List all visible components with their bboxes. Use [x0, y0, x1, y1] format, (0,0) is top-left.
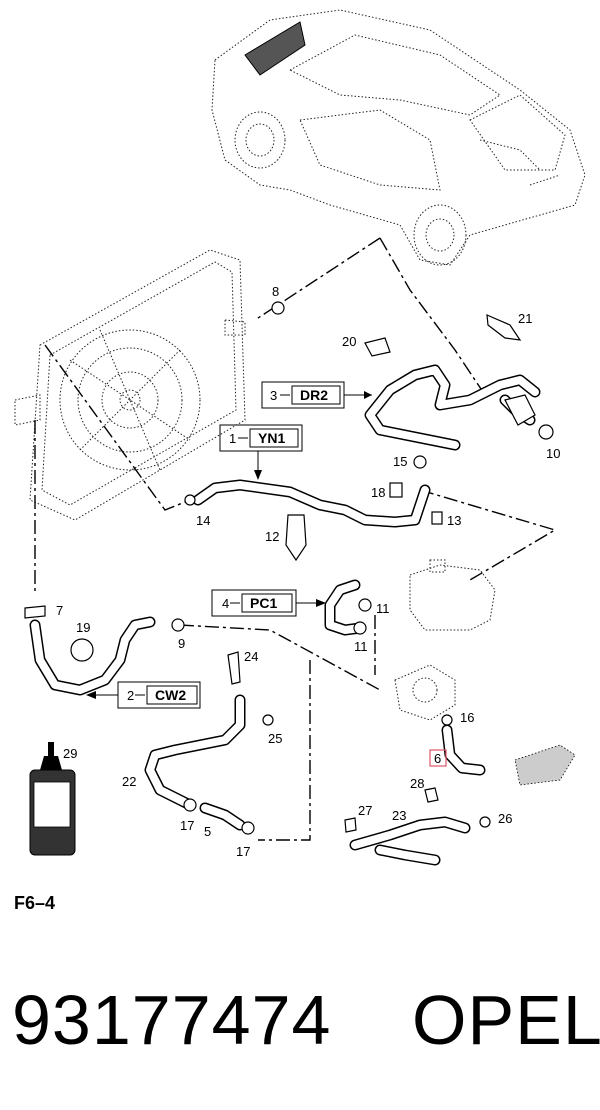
callout-8: 8	[272, 284, 279, 299]
callout-17b: 17	[236, 844, 250, 859]
callout-24: 24	[244, 649, 258, 664]
callout-15: 15	[393, 454, 407, 469]
callout-7: 7	[56, 603, 63, 618]
svg-text:1: 1	[229, 431, 236, 446]
figure-reference: F6–4	[14, 893, 56, 913]
svg-text:YN1: YN1	[258, 430, 285, 446]
callout-23: 23	[392, 808, 406, 823]
callout-21: 21	[518, 311, 532, 326]
callout-28: 28	[410, 776, 424, 791]
callout-19: 19	[76, 620, 90, 635]
callout-10: 10	[546, 446, 560, 461]
svg-text:3: 3	[270, 388, 277, 403]
svg-text:2: 2	[127, 688, 134, 703]
callout-16: 16	[460, 710, 474, 725]
hose-5	[199, 802, 246, 831]
bottle-29	[29, 742, 76, 856]
callout-labels: 8 20 21 10 15 18 13 14 12 11 11 7 19 9 2…	[56, 284, 560, 859]
callout-17a: 17	[180, 818, 194, 833]
assembly-box-yn1: 1 YN1	[219, 424, 303, 480]
thermostat-housing	[394, 664, 576, 786]
callout-9: 9	[178, 636, 185, 651]
callout-5: 5	[204, 824, 211, 839]
radiator-assembly	[14, 249, 246, 521]
callout-26: 26	[498, 811, 512, 826]
pipe-23	[349, 816, 471, 866]
callout-11a: 11	[376, 601, 390, 616]
hose-6	[441, 724, 486, 776]
callout-22: 22	[122, 774, 136, 789]
callout-20: 20	[342, 334, 356, 349]
brand-name: OPEL	[412, 981, 600, 1059]
small-parts	[24, 301, 554, 835]
assembly-box-dr2: 3 DR2	[261, 381, 372, 409]
coolant-hose-diagram: 3 DR2 1 YN1 4 PC1 2 CW2 8 20 21	[14, 9, 586, 866]
callout-18: 18	[371, 485, 385, 500]
callout-11b: 11	[354, 639, 368, 654]
svg-text:PC1: PC1	[250, 595, 277, 611]
part-number: 93177474	[12, 981, 332, 1059]
svg-text:CW2: CW2	[155, 687, 186, 703]
callout-6: 6	[434, 751, 441, 766]
callout-12: 12	[265, 529, 279, 544]
callout-25: 25	[268, 731, 282, 746]
svg-text:DR2: DR2	[300, 387, 328, 403]
car-illustration	[211, 9, 586, 266]
hose-22	[144, 694, 246, 811]
svg-text:4: 4	[222, 596, 229, 611]
callout-29: 29	[63, 746, 77, 761]
assembly-box-cw2: 2 CW2	[86, 681, 201, 709]
assembly-box-pc1: 4 PC1	[211, 589, 326, 617]
hose-cw2	[29, 616, 156, 696]
callout-27: 27	[358, 803, 372, 818]
callout-14: 14	[196, 513, 210, 528]
expansion-tank	[409, 559, 496, 631]
callout-13: 13	[447, 513, 461, 528]
highlight-box-6	[429, 749, 447, 767]
hose-yn1	[192, 479, 431, 528]
hose-pc1	[324, 579, 366, 636]
